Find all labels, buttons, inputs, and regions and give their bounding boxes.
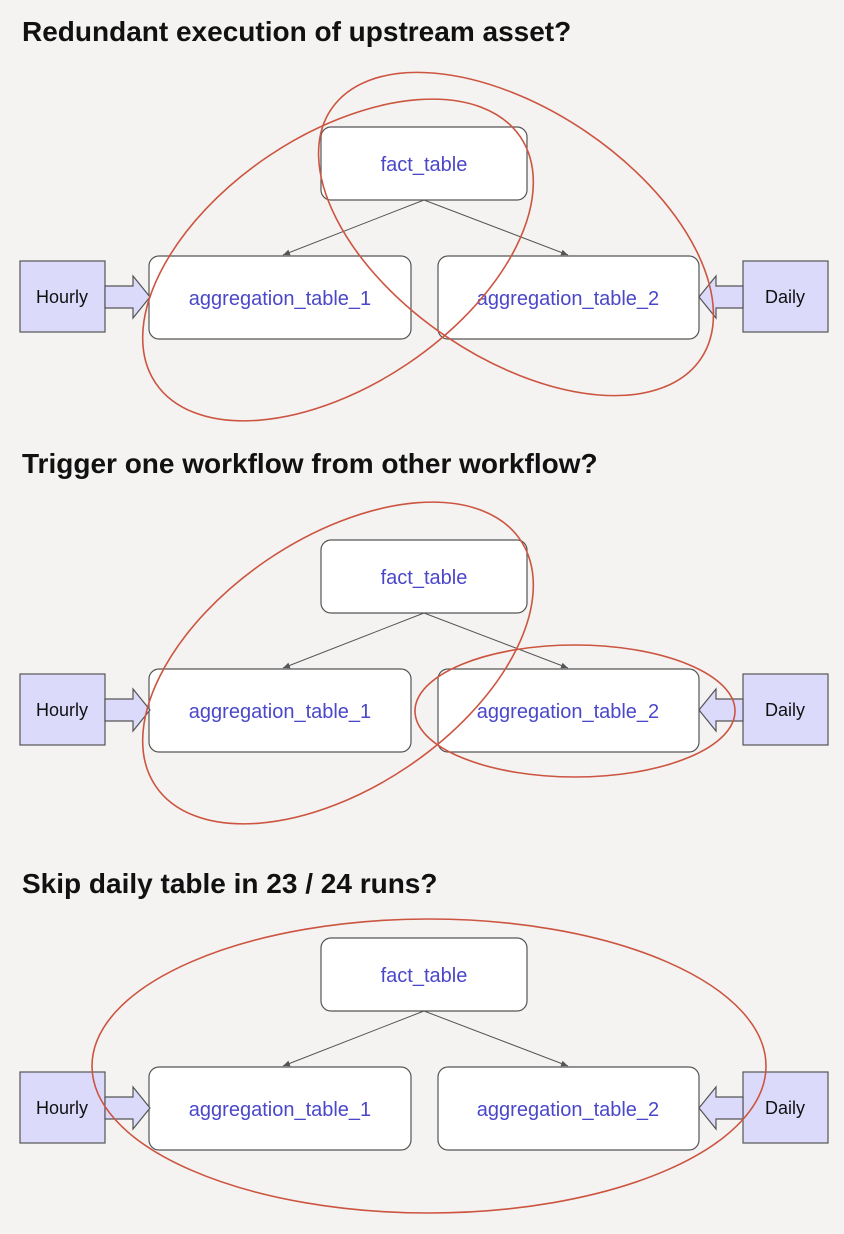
node-aggregation-table-1[interactable]: aggregation_table_1 bbox=[148, 668, 412, 753]
trigger-daily[interactable]: Daily bbox=[742, 260, 829, 333]
trigger-label: Hourly bbox=[36, 1098, 88, 1118]
node-label: aggregation_table_1 bbox=[189, 288, 371, 310]
edge-fact-to-agg2 bbox=[423, 1010, 569, 1067]
node-label: fact_table bbox=[381, 154, 468, 176]
node-fact-table[interactable]: fact_table bbox=[320, 126, 528, 201]
node-aggregation-table-1[interactable]: aggregation_table_1 bbox=[148, 1066, 412, 1151]
trigger-arrow-left-icon bbox=[698, 687, 744, 733]
section-title: Trigger one workflow from other workflow… bbox=[22, 448, 598, 479]
section-title: Redundant execution of upstream asset? bbox=[22, 16, 571, 47]
trigger-arrow-right-icon bbox=[104, 1085, 151, 1131]
section-title: Skip daily table in 23 / 24 runs? bbox=[22, 868, 437, 899]
highlight-ellipse-all bbox=[91, 918, 767, 1214]
node-fact-table[interactable]: fact_table bbox=[320, 937, 528, 1012]
edge-fact-to-agg1 bbox=[282, 199, 425, 256]
node-label: aggregation_table_2 bbox=[477, 701, 659, 723]
trigger-label: Daily bbox=[765, 700, 805, 720]
edge-fact-to-agg2 bbox=[423, 612, 569, 669]
highlight-ellipse-right bbox=[317, 71, 715, 397]
trigger-label: Hourly bbox=[36, 700, 88, 720]
trigger-hourly[interactable]: Hourly bbox=[19, 1071, 106, 1144]
node-aggregation-table-2[interactable]: aggregation_table_2 bbox=[437, 255, 700, 340]
node-label: fact_table bbox=[381, 567, 468, 589]
node-label: aggregation_table_1 bbox=[189, 1099, 371, 1121]
trigger-hourly[interactable]: Hourly bbox=[19, 673, 106, 746]
trigger-label: Hourly bbox=[36, 287, 88, 307]
highlight-ellipse-right bbox=[414, 644, 736, 778]
node-label: aggregation_table_2 bbox=[477, 1099, 659, 1121]
node-aggregation-table-2[interactable]: aggregation_table_2 bbox=[437, 1066, 700, 1151]
node-label: fact_table bbox=[381, 965, 468, 987]
trigger-arrow-right-icon bbox=[104, 274, 151, 320]
edge-fact-to-agg1 bbox=[282, 1010, 425, 1067]
trigger-arrow-left-icon bbox=[698, 1085, 744, 1131]
trigger-arrow-right-icon bbox=[104, 687, 151, 733]
highlight-ellipse-left bbox=[141, 98, 535, 422]
node-label: aggregation_table_2 bbox=[477, 288, 659, 310]
trigger-arrow-left-icon bbox=[698, 274, 744, 320]
node-aggregation-table-2[interactable]: aggregation_table_2 bbox=[437, 668, 700, 753]
highlight-ellipse-left bbox=[141, 501, 535, 825]
node-label: aggregation_table_1 bbox=[189, 701, 371, 723]
section-trigger-workflow: Trigger one workflow from other workflow… bbox=[19, 448, 829, 825]
node-aggregation-table-1[interactable]: aggregation_table_1 bbox=[148, 255, 412, 340]
node-fact-table[interactable]: fact_table bbox=[320, 539, 528, 614]
trigger-hourly[interactable]: Hourly bbox=[19, 260, 106, 333]
edge-fact-to-agg1 bbox=[282, 612, 425, 669]
trigger-daily[interactable]: Daily bbox=[742, 673, 829, 746]
edge-fact-to-agg2 bbox=[423, 199, 569, 256]
trigger-label: Daily bbox=[765, 1098, 805, 1118]
trigger-daily[interactable]: Daily bbox=[742, 1071, 829, 1144]
section-redundant-execution: Redundant execution of upstream asset? f… bbox=[19, 16, 829, 422]
section-skip-daily: Skip daily table in 23 / 24 runs? fact_t… bbox=[19, 868, 829, 1214]
trigger-label: Daily bbox=[765, 287, 805, 307]
